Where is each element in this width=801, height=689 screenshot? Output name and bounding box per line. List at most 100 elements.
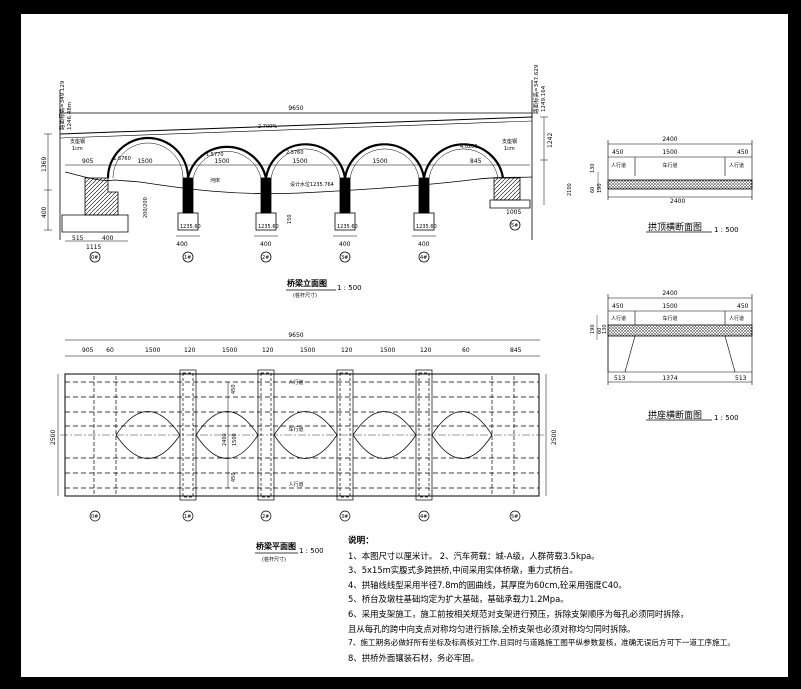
elev-support-right-sub: 1cm [504,146,515,152]
plan-dim-9: 120 [420,347,432,354]
crown-v-2: 190 [597,183,603,193]
skew-title: 拱座横断面图 [648,409,702,421]
plan-axis-2: 2# [262,514,269,520]
elev-arch-label-3: 2.5760 [286,150,304,156]
crown-v-1: 60 [590,187,596,193]
skew-dim-total: 2400 [662,290,677,297]
crown-section-text: 2400 450 1500 450 人行道 车行道 人行道 2400 130 6… [590,136,749,234]
elevation-view [44,80,548,291]
drawing-frame [21,14,788,677]
crown-dim-0: 450 [612,149,624,156]
plan-lane-3: 人行道 [288,481,303,488]
note-item: 7、施工期务必做好所有坐标及标高核对工作,且同时与道路施工图平纵参数复核，准确无… [348,638,735,648]
plan-dim-7: 120 [341,347,353,354]
crown-dim-2: 450 [737,149,749,156]
plan-dim-0: 905 [82,347,94,354]
plan-dim-5: 120 [262,347,274,354]
crown-dim-total: 2400 [662,136,677,143]
plan-dim-8: 1500 [380,347,395,354]
crown-section [597,140,753,233]
elev-support-left: 支座钢 [70,138,85,145]
note-item: 1、本图尺寸以厘米计。 2、汽车荷载：城-A级，人群荷载3.5kpa。 [348,550,600,561]
plan-title: 桥梁平面图 [256,541,296,551]
elev-elev-left: 路面标高=349.129 [58,80,66,130]
skew-v-1: 60 [597,328,603,334]
elev-axis-2: 2# [262,255,269,261]
skew-scale: 1 : 500 [714,414,739,422]
plan-dim-6: 1500 [300,347,315,354]
crown-v-0: 130 [590,163,596,173]
plan-text: 9650 905 60 1500 120 1500 120 1500 120 1… [50,332,558,563]
plan-scale: 1 : 500 [299,547,324,555]
plan-dim-11: 845 [510,347,522,354]
skew-label-0: 人行道 [611,315,626,322]
plan-dim-4: 1500 [222,347,237,354]
elev-arch-label-2: 1.5770 [206,152,224,158]
elev-grade: 2.700% [258,124,277,130]
elev-abut-left-a: 515 [72,235,84,242]
plan-lane-2: 车行道 [288,426,303,433]
elev-axis-3: 3# [341,255,348,261]
elev-scale: 1 : 500 [337,284,362,292]
skew-v-2: 130 [602,324,608,334]
crown-dim-1: 1500 [662,149,677,156]
note-item: 8、拱桥外面镶装石材，务必牢固。 [348,652,479,663]
elev-rise-right: 1242 [547,133,554,148]
elev-arch-label-1: 1.6760 [113,156,131,162]
note-item: 4、拱轴线线型采用半径7.8m的圆曲线，其厚度为60cm,砼采用强度C40。 [348,579,627,590]
notes-heading: 说明： [348,536,374,546]
plan-inner-1: 2400 [222,433,228,446]
elev-rise-left: 1369 [41,157,48,172]
elevation-text: 9650 2.700% 905 1500 1500 1500 1500 845 … [41,64,573,299]
elev-base-left: 400 [41,206,48,218]
skew-label-2: 人行道 [729,315,744,322]
elev-axis-4: 4# [420,255,427,261]
crown-dim-bottom: 2400 [670,198,685,205]
design-notes: 说明： 1、本图尺寸以厘米计。 2、汽车荷载：城-A级，人群荷载3.5kpa。 … [348,534,788,665]
elev-river: 河床 [210,177,220,184]
skew-dim-0: 450 [612,303,624,310]
skew-v-0: 190 [590,324,596,334]
skew-label-1: 车行道 [662,315,677,322]
elev-pier-elev-1: 1235.60 [180,224,201,230]
crown-title: 拱顶横断面图 [648,221,702,233]
elev-pier-elev-4: 1235.60 [416,224,437,230]
elev-abut-left-total: 1115 [86,244,101,251]
plan-lane-1: 人行道 [288,379,303,386]
elev-dim-span-3: 1500 [292,158,307,165]
elev-elev-right-2: 1249.164 [541,85,547,112]
skew-bottom-0: 513 [614,375,626,382]
elev-axis-1: 1# [184,255,191,261]
elev-right-v: 2100 [567,183,573,196]
note-item: 6、采用支架施工，施工前按相关规范对支架进行预压，拆除支架顺序为每孔必须同时拆除… [348,608,689,619]
elev-support-right: 支座钢 [502,138,517,145]
plan-axis-marks [89,510,521,522]
elev-abut-left-b: 400 [102,235,114,242]
plan-inner-2: 1500 [232,433,238,446]
skew-bottom-1: 1374 [662,375,677,382]
plan-dim-total: 9650 [288,332,303,339]
elev-design-level: 设计水位1235.764 [290,181,334,188]
plan-axis-5: 5# [511,514,518,520]
skew-bottom-2: 513 [735,375,747,382]
plan-inner-3: 450 [231,472,237,482]
elev-axis-5: 5# [511,223,518,229]
elev-axis-0: 0# [91,255,98,261]
elev-pier-dim-2: 400 [260,241,272,248]
elev-abut-right: 1005 [506,209,521,216]
elev-elev-left-2: 1246.48m [67,102,73,130]
skew-dim-2: 450 [737,303,749,310]
elev-pier-elev-2: 1235.60 [258,224,279,230]
crown-label-0: 人行道 [611,162,626,169]
plan-inner-0: 450 [231,384,237,394]
elev-dim-span-2: 1500 [214,158,229,165]
plan-subtitle: (桩杆尺寸) [262,556,286,563]
plan-dim-10: 60 [462,347,470,354]
elev-pier-elev-3: 1235.60 [337,224,358,230]
elev-dim-total: 9650 [288,105,303,112]
note-item: 3、5x15m实腹式多跨拱桥,中间采用实体桥墩，重力式桥台。 [348,565,578,576]
crown-scale: 1 : 500 [714,226,739,234]
elevation-axis-marks [89,219,521,263]
skew-dim-1: 1500 [662,303,677,310]
plan-axis-1: 1# [184,514,191,520]
